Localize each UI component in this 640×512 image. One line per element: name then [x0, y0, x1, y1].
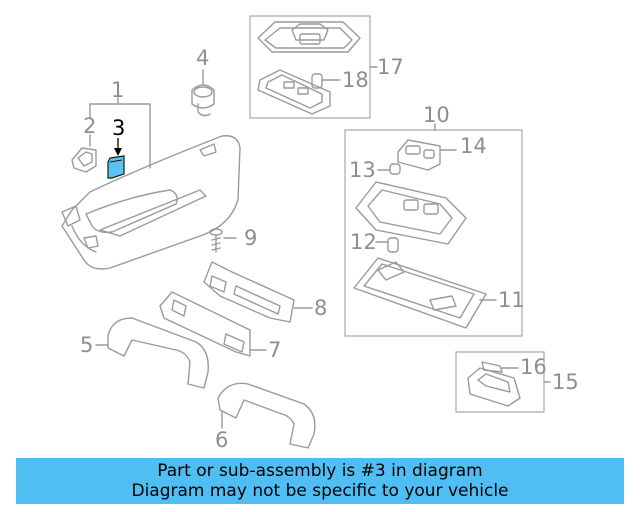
part-4-clip [191, 69, 215, 117]
callout-6: 6 [215, 428, 229, 452]
callout-17: 17 [377, 55, 404, 79]
part-7-bracket [159, 291, 267, 357]
callout-11: 11 [498, 288, 525, 312]
banner-line-1: Part or sub-assembly is #3 in diagram [157, 461, 483, 481]
part-8-bracket [203, 261, 313, 323]
callout-1: 1 [111, 78, 125, 102]
callout-5: 5 [80, 333, 94, 357]
banner-line-2: Diagram may not be specific to your vehi… [131, 481, 509, 501]
callout-8: 8 [314, 296, 328, 320]
callout-10: 10 [423, 103, 450, 127]
part-5-grab-handle [95, 317, 209, 389]
callout-2: 2 [83, 114, 97, 138]
callout-4: 4 [196, 46, 210, 70]
sun-visor [61, 135, 241, 270]
box-15-lamp [455, 351, 551, 413]
callout-3[interactable]: 3 [112, 116, 126, 140]
part-9-screw [209, 228, 237, 253]
callout-9: 9 [244, 226, 258, 250]
callout-7: 7 [268, 338, 282, 362]
callout-15: 15 [552, 370, 579, 394]
part-2-bracket [71, 134, 97, 173]
callout-12: 12 [350, 230, 377, 254]
part-3-highlight [107, 138, 125, 179]
callout-16: 16 [520, 355, 547, 379]
callout-13: 13 [349, 158, 376, 182]
callout-14: 14 [460, 134, 487, 158]
info-banner: Part or sub-assembly is #3 in diagram Di… [16, 458, 624, 504]
callout-18: 18 [342, 68, 369, 92]
box-10-console [344, 123, 523, 337]
part-6-grab-handle [217, 382, 316, 449]
box-17-dome-light [249, 15, 378, 119]
